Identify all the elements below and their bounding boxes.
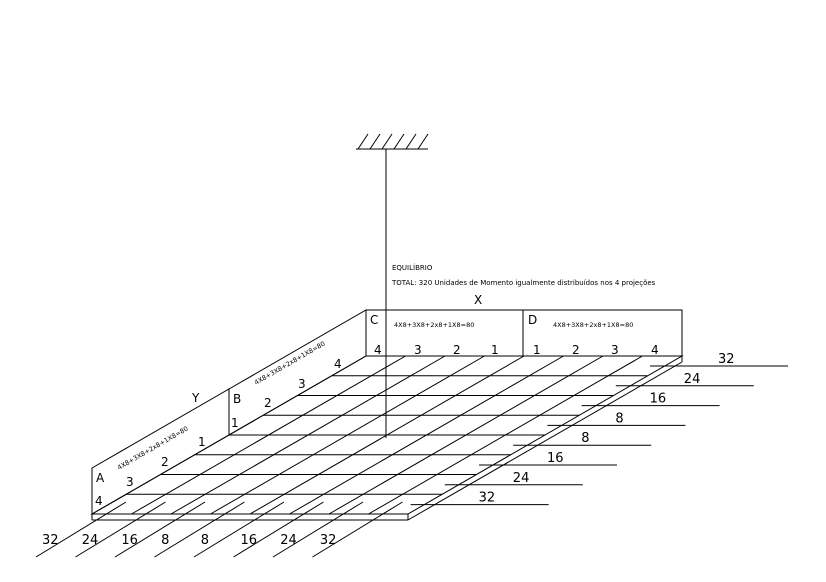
right-value-label: 32 — [718, 352, 735, 367]
right-value-labels: 32 24 16 8 8 16 24 32 — [479, 352, 735, 506]
panel-label-a: A — [96, 471, 105, 485]
bottom-value-label: 32 — [42, 533, 59, 548]
side-tick-label: 1 — [231, 416, 239, 430]
right-value-label: 16 — [650, 392, 667, 407]
total-text: TOTAL: 320 Unidades de Momento igualment… — [391, 279, 656, 287]
title-text: EQUILÍBRIO — [392, 263, 433, 272]
front-tick-labels: 4 3 2 1 1 2 3 4 — [374, 343, 659, 357]
panel-c-frame — [365, 309, 524, 357]
panel-b-frame — [228, 309, 367, 436]
side-tick-label: 1 — [198, 435, 206, 449]
front-tick-label: 3 — [414, 343, 422, 357]
panel-label-d: D — [528, 313, 537, 327]
side-tick-label: 2 — [264, 396, 272, 410]
front-tick-label: 2 — [572, 343, 580, 357]
front-tick-label: 3 — [611, 343, 619, 357]
right-extension-lines — [410, 365, 788, 506]
front-tick-label: 4 — [374, 343, 382, 357]
bottom-value-label: 8 — [201, 533, 209, 548]
right-value-label: 32 — [479, 491, 496, 506]
side-tick-label: 2 — [161, 455, 169, 469]
bottom-extension-line — [193, 501, 285, 558]
bottom-extension-lines — [35, 501, 403, 558]
front-tick-label: 2 — [453, 343, 461, 357]
side-tick-label: 4 — [95, 494, 103, 508]
formula-panel-b: 4X8+3X8+2x8+1X8=80 — [253, 340, 327, 387]
bottom-extension-line — [312, 501, 403, 558]
floor-grid — [126, 355, 648, 515]
bottom-extension-line — [75, 501, 166, 558]
bottom-value-label: 16 — [241, 533, 258, 548]
bottom-extension-line — [114, 501, 206, 558]
front-tick-label: 4 — [651, 343, 659, 357]
front-tick-label: 1 — [533, 343, 541, 357]
axis-y-label: Y — [191, 391, 200, 405]
panel-label-c: C — [370, 313, 378, 327]
bottom-extension-line — [154, 501, 245, 558]
bottom-extension-line — [35, 501, 127, 558]
axis-x-label: X — [474, 293, 482, 307]
bottom-extension-line — [272, 501, 364, 558]
floor-edge-right — [407, 361, 683, 521]
right-value-label: 8 — [581, 431, 589, 446]
right-value-label: 16 — [547, 451, 564, 466]
panel-a-frame — [91, 388, 230, 515]
bottom-extension-line — [233, 501, 324, 558]
formula-panel-c: 4X8+3X8+2x8+1X8=80 — [394, 321, 474, 329]
panel-label-b: B — [233, 392, 241, 406]
bottom-value-label: 24 — [280, 533, 297, 548]
bottom-value-label: 16 — [121, 533, 138, 548]
right-value-label: 24 — [684, 372, 701, 387]
right-value-label: 8 — [615, 411, 623, 426]
right-value-label: 24 — [513, 471, 530, 486]
side-tick-labels: 4 3 2 1 4 3 2 1 — [95, 357, 342, 508]
formula-panel-d: 4X8+3X8+2x8+1X8=80 — [553, 321, 633, 329]
side-tick-label: 3 — [126, 475, 134, 489]
ceiling-hatch — [357, 133, 429, 150]
side-tick-label: 3 — [298, 377, 306, 391]
bottom-value-label: 24 — [82, 533, 99, 548]
bottom-value-label: 32 — [320, 533, 337, 548]
bottom-value-labels: 32 24 16 8 8 16 24 32 — [42, 533, 336, 548]
front-tick-label: 1 — [491, 343, 499, 357]
bottom-value-label: 8 — [161, 533, 169, 548]
side-tick-label: 4 — [334, 357, 342, 371]
